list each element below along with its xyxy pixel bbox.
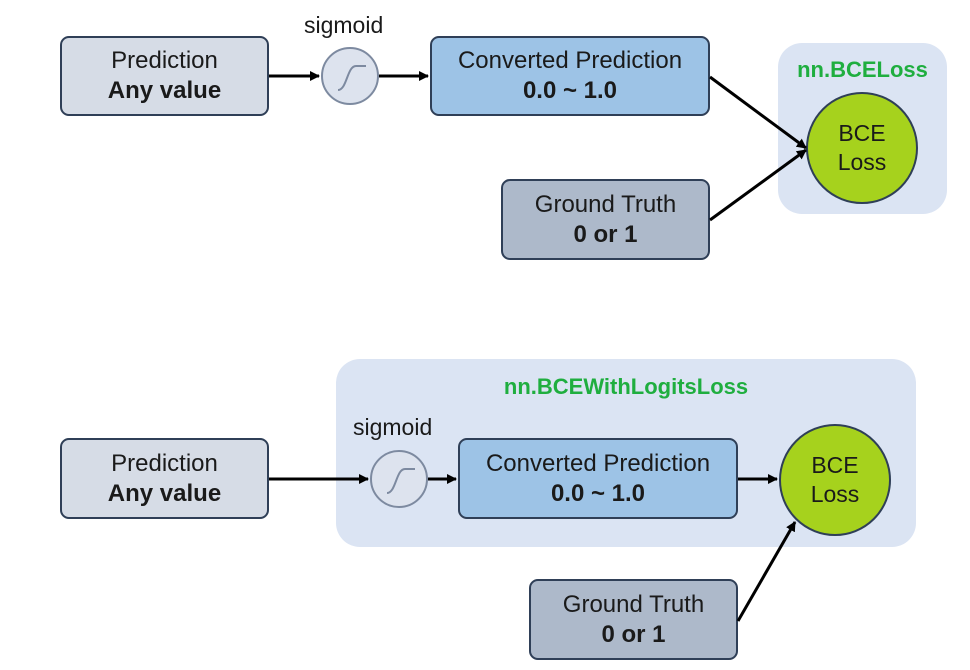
bottom-sigmoid-icon [370,450,428,508]
bottom-ground-truth-label: Ground Truth [562,590,705,618]
top-bce-loss-circle: BCE Loss [806,92,918,204]
bcewithlogitsloss-group-title: nn.BCEWithLogitsLoss [503,374,749,399]
bottom-loss-line2: Loss [810,481,860,507]
top-sigmoid-icon [321,47,379,105]
bottom-loss-line1: BCE [811,452,859,478]
top-converted-prediction-box: Converted Prediction 0.0 ~ 1.0 [430,36,710,116]
top-prediction-label: Prediction [111,47,218,74]
top-loss-line1: BCE [838,120,886,146]
bottom-converted-label: Converted Prediction [485,449,711,477]
top-loss-line2: Loss [837,149,887,175]
bottom-prediction-label: Prediction [111,449,218,477]
bottom-converted-value: 0.0 ~ 1.0 [550,479,646,507]
top-ground-truth-label: Ground Truth [534,190,677,218]
top-converted-label: Converted Prediction [457,47,683,74]
arrow-top-converted-to-loss [709,75,807,150]
bottom-sigmoid-label: sigmoid [353,414,433,440]
top-prediction-box: Prediction Any value [60,36,269,116]
bottom-prediction-box: Prediction Any value [60,438,269,519]
top-ground-truth-box: Ground Truth 0 or 1 [501,179,710,260]
top-sigmoid-label: sigmoid [304,12,384,38]
bottom-ground-truth-box: Ground Truth 0 or 1 [529,579,738,660]
bottom-converted-prediction-box: Converted Prediction 0.0 ~ 1.0 [458,438,738,519]
bceloss-group-title: nn.BCELoss [797,57,928,82]
bottom-bce-loss-circle: BCE Loss [779,424,891,536]
bottom-prediction-value: Any value [107,479,222,507]
top-ground-truth-value: 0 or 1 [573,220,638,248]
top-converted-value: 0.0 ~ 1.0 [522,77,618,104]
arrow-bottom-groundtruth-to-loss [736,521,797,622]
arrow-top-groundtruth-to-loss [709,148,807,222]
bottom-ground-truth-value: 0 or 1 [601,620,666,648]
top-prediction-value: Any value [107,77,222,104]
